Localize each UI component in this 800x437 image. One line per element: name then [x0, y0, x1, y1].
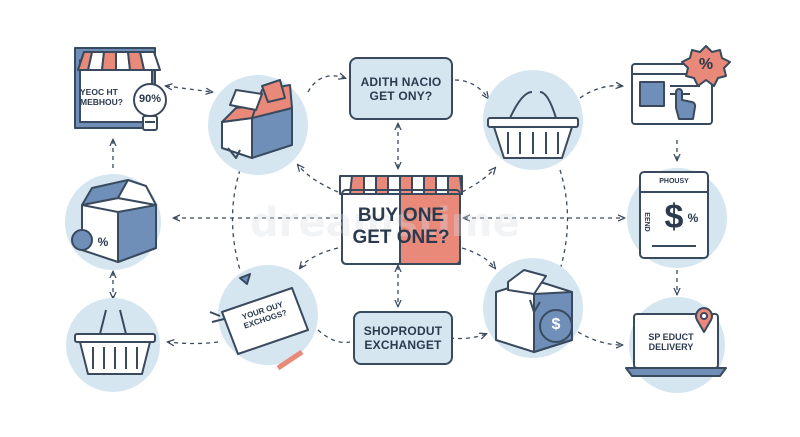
- center-title-line2: GET ONE?: [352, 226, 450, 248]
- receipt-title: PHOUSY: [659, 178, 689, 185]
- exchange-card-icon: [209, 273, 309, 371]
- exchange-box-line1: SHOPRODUT: [363, 324, 443, 338]
- watermark-text: dreamstime: [250, 200, 520, 246]
- question-box-top-line2: GET ONY?: [369, 88, 433, 103]
- store-sign-line2: MEBHOU?: [80, 96, 123, 107]
- webpage-discount-icon: [631, 45, 731, 125]
- laptop-line1: SP EDUCT: [648, 332, 694, 342]
- receipt-percent: %: [687, 211, 699, 225]
- open-box-icon: [221, 79, 293, 159]
- store-sign-icon: [74, 47, 167, 131]
- bag-dollar: $: [551, 316, 561, 333]
- basket-icon-bottom: [74, 309, 156, 375]
- laptop-line2: DELIVERY: [648, 342, 694, 353]
- exchange-box-line2: EXCHANGET: [364, 338, 442, 352]
- exchange-box-bottom: SHOPRODUT EXCHANGET: [353, 311, 453, 365]
- question-box-top-line1: ADITH NACIO: [360, 74, 442, 89]
- store-sign-text: YEOC HT MEBHOU?: [80, 87, 136, 108]
- web-badge-percent: %: [698, 56, 714, 73]
- bulb-text: 90%: [138, 93, 162, 105]
- laptop-delivery-icon: [625, 307, 727, 377]
- center-shop-icon: [339, 175, 463, 265]
- receipt-dollar: $: [664, 198, 684, 236]
- package-discount-icon: [71, 179, 157, 263]
- store-sign-line1: YEOC HT: [80, 87, 118, 97]
- connector-lines: [113, 76, 677, 345]
- center-title: BUY ONE GET ONE?: [342, 205, 460, 249]
- basket-icon-top: [487, 91, 579, 159]
- package-percent: %: [97, 235, 109, 249]
- shopping-bag-dollar-icon: [495, 269, 573, 353]
- question-box-top: ADITH NACIO GET ONY?: [349, 57, 453, 120]
- receipt-side-text: EEND: [643, 212, 651, 232]
- laptop-text: SP EDUCT DELIVERY: [636, 332, 706, 353]
- center-title-line1: BUY ONE: [357, 205, 445, 226]
- receipt-icon: [639, 171, 709, 259]
